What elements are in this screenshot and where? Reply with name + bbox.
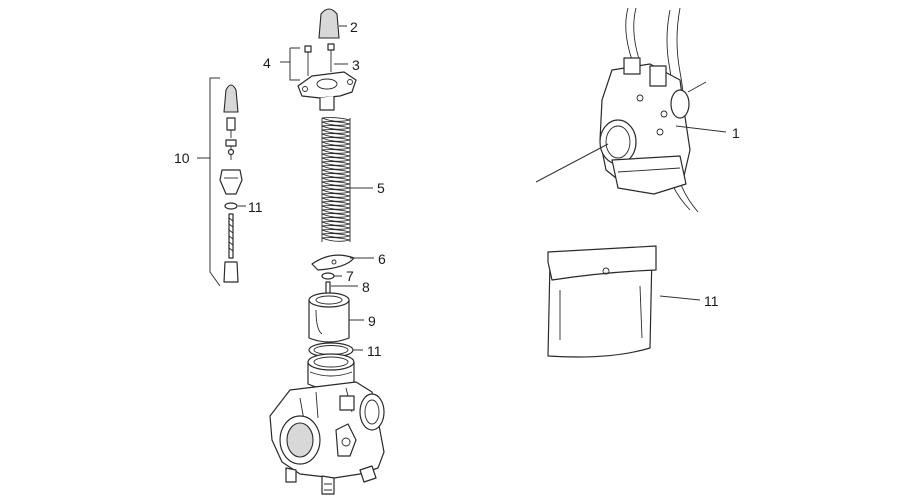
callout-labels: 1 2 3 4 5 6 7 8 9 10 11 11 11 bbox=[174, 19, 740, 359]
callout-3: 3 bbox=[352, 57, 360, 73]
center-stack bbox=[280, 8, 374, 358]
group-bracket-10 bbox=[209, 77, 221, 287]
callout-10: 10 bbox=[174, 150, 190, 166]
callout-2: 2 bbox=[350, 19, 358, 35]
callout-1: 1 bbox=[732, 125, 740, 141]
callout-8: 8 bbox=[362, 279, 370, 295]
lock-nut bbox=[225, 139, 237, 147]
callout-11-center: 11 bbox=[367, 343, 382, 359]
choke-plunger-cap bbox=[219, 169, 243, 195]
leader-11-bag bbox=[659, 295, 701, 301]
assembled-carburetor bbox=[535, 7, 727, 213]
callout-11-bag: 11 bbox=[704, 293, 719, 309]
o-ring-small bbox=[224, 202, 238, 210]
group-bracket-4 bbox=[280, 47, 300, 81]
leader-1 bbox=[675, 125, 727, 133]
throttle-valve-spring bbox=[321, 117, 351, 242]
outlet-flange bbox=[359, 393, 385, 431]
needle-circlip bbox=[321, 272, 335, 280]
assembled-intake bbox=[599, 119, 637, 165]
spare-parts-bag bbox=[547, 245, 701, 358]
callout-5: 5 bbox=[377, 180, 385, 196]
callout-6: 6 bbox=[378, 251, 386, 267]
cable-rubber-cap bbox=[223, 84, 239, 113]
parts-group-10 bbox=[197, 77, 243, 287]
carburetor-body bbox=[269, 353, 385, 495]
carburetor-top-cap bbox=[297, 71, 357, 99]
throttle-cable-cover bbox=[318, 8, 340, 39]
callout-7: 7 bbox=[346, 268, 354, 284]
adjuster-screw bbox=[226, 117, 236, 131]
choke-plunger bbox=[223, 261, 239, 283]
callout-9: 9 bbox=[368, 313, 376, 329]
throttle-valve bbox=[308, 292, 350, 343]
callout-4: 4 bbox=[263, 55, 271, 71]
callout-11-left: 11 bbox=[248, 199, 263, 215]
